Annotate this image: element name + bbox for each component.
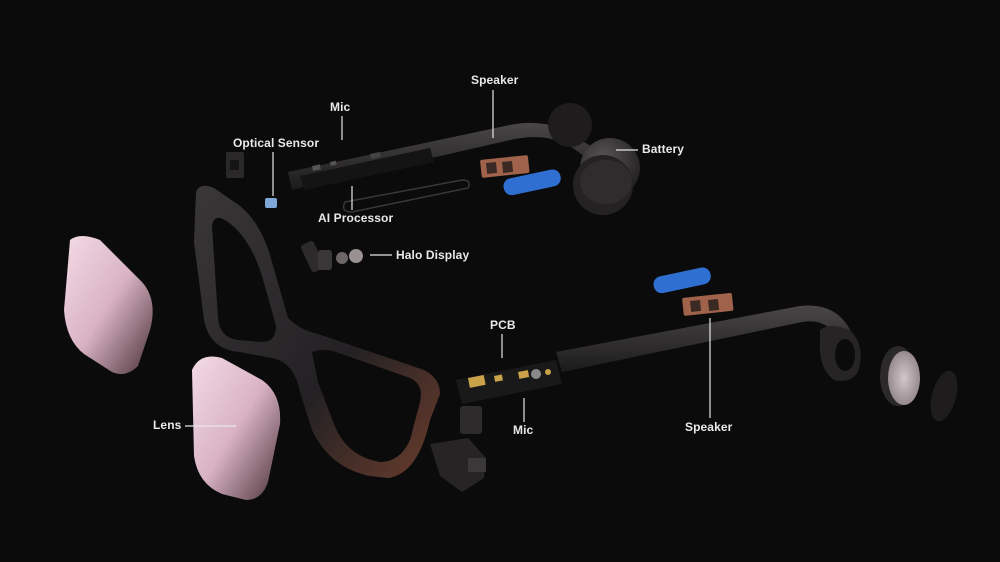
battery-component: [548, 103, 640, 215]
label-battery: Battery: [642, 142, 685, 156]
speaker-module-top: [480, 155, 561, 196]
label-optical-sensor: Optical Sensor: [233, 136, 320, 150]
hinge-parts: [430, 406, 486, 492]
bottom-arm: [556, 305, 861, 381]
left-lens: [64, 236, 153, 374]
ai-processor-component: [342, 179, 470, 213]
halo-display-component: [300, 241, 363, 273]
top-arm: [288, 122, 606, 190]
front-frame: [194, 185, 440, 478]
label-halo-display: Halo Display: [396, 248, 470, 262]
pcb-component: [456, 360, 562, 404]
right-lens: [192, 356, 281, 500]
label-speaker-bottom: Speaker: [685, 420, 733, 434]
label-speaker-top: Speaker: [471, 73, 519, 87]
label-ai-processor: AI Processor: [318, 211, 394, 225]
battery-disc-bottom: [880, 346, 958, 422]
optical-sensor-component: [226, 152, 277, 208]
label-mic-top: Mic: [330, 100, 351, 114]
leader-lines: [185, 90, 711, 427]
label-pcb: PCB: [490, 318, 516, 332]
speaker-module-bottom: [653, 267, 734, 316]
label-lens: Lens: [153, 418, 182, 432]
label-mic-bottom: Mic: [513, 423, 534, 437]
